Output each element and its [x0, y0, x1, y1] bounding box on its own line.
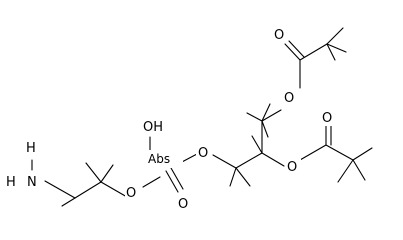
bond-o-c-lower [299, 144, 327, 161]
bond-ch2top-h-b [261, 103, 271, 122]
bond-ch3-h2-upper [326, 43, 347, 53]
bond-c-ch3-upper [299, 43, 328, 61]
atom-h-amine: H [26, 141, 36, 156]
bond-ch3-h1-lower [352, 147, 373, 161]
phosphorus-abs-label: Abs [148, 152, 170, 166]
atom-h-n: H [6, 175, 16, 190]
atom-o-carbonyl-upper: O [274, 28, 284, 43]
bond-n-c1 [44, 180, 76, 199]
bond-ch2-h-glycerol [229, 167, 237, 187]
bond-ch3-h2-lower [352, 159, 366, 181]
bond-c-o-double-upper-b [288, 40, 305, 58]
bond-c1-c2 [74, 181, 102, 199]
bond-ch-o-mid [261, 152, 285, 167]
bond-ch2-o-top [261, 109, 282, 122]
bond-ch2-ch [235, 152, 263, 169]
bond-ch2-h-top-lower [261, 120, 269, 138]
bond-p-o-double-b [170, 167, 184, 190]
bond-ch3-h1-upper [326, 27, 344, 45]
bond-ch-h [251, 135, 263, 154]
bond-o-ch2 [212, 154, 237, 169]
molecule-diagram: H H N O OH Abs O O O O O O [6, 27, 373, 212]
atom-o-hydroxyl: OH [143, 120, 163, 135]
atom-o-ethanol: O [126, 186, 136, 201]
bond-c2-h [85, 162, 102, 183]
bond-c2-o [100, 181, 128, 198]
atom-o-phosphate: O [178, 197, 188, 212]
structure-svg: H H N O OH Abs O O O O O O [6, 27, 373, 212]
bond-ch2top-h [246, 112, 263, 122]
atom-o-ester-upper: O [284, 91, 294, 106]
bond-p-o-double-a [165, 170, 179, 193]
atom-o-ester-lower: O [287, 160, 297, 175]
atom-o-carbonyl-lower: O [322, 111, 332, 126]
bond-c-o-double-upper-a [284, 43, 301, 61]
bond-c-ch3-lower [325, 144, 354, 161]
atom-n: N [27, 175, 37, 190]
bond-ch2-h-glycerol-b [235, 167, 251, 187]
atom-o-glycerol: O [198, 146, 208, 161]
bond-ch3-h3-lower [337, 159, 354, 183]
bond-c2-h-b [100, 164, 114, 183]
bond-ch3-h3-upper [326, 43, 336, 61]
bond-o-p [142, 176, 161, 188]
bond-c1-h [61, 197, 76, 207]
